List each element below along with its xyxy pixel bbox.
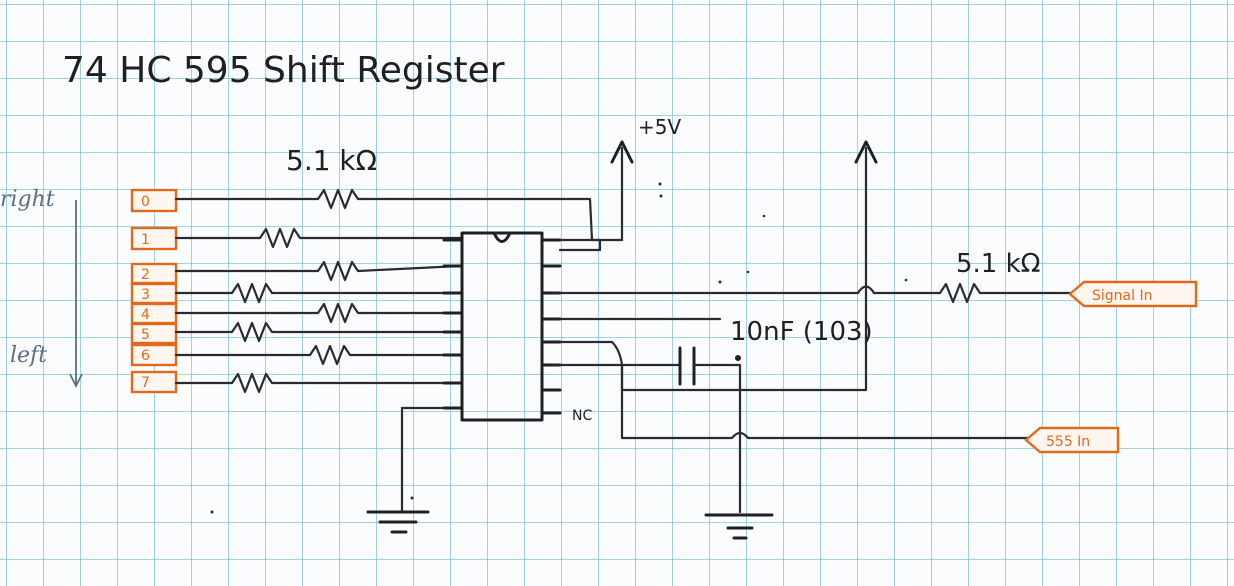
led-terminal-4: 4 [130, 302, 178, 325]
wire-q0 [174, 188, 602, 252]
signal-input-path: 5.1 kΩ [558, 249, 1072, 304]
signal-in-tag: Signal In [1068, 280, 1198, 308]
led-terminal-label: 2 [141, 267, 150, 283]
direction-label-bottom: left [10, 343, 47, 368]
wire-q1 [174, 227, 462, 249]
resistor-value-label-right: 5.1 kΩ [956, 249, 1041, 279]
output-wires [174, 188, 602, 394]
chip-body [460, 231, 544, 422]
chip-right-pins [540, 238, 562, 415]
wire-q4 [174, 302, 462, 324]
upper-supply-rail [620, 140, 878, 392]
capacitor-ground [704, 513, 774, 540]
led-terminal-label: 7 [141, 375, 150, 391]
wire-q2 [174, 260, 462, 282]
chip-notch [492, 231, 512, 243]
vcc-label: +5V [638, 115, 681, 139]
resistor-value-label-top: 5.1 kΩ [286, 144, 377, 177]
led-terminal-label: 1 [141, 232, 150, 248]
timer-555-in-tag: 555 In [1024, 426, 1120, 454]
led-terminal-label: 4 [141, 307, 150, 323]
led-terminal-7: 7 [130, 370, 178, 394]
capacitor-10nf: 10nF (103) [620, 317, 873, 514]
led-terminal-0: 0 [130, 188, 178, 213]
signal-in-label: Signal In [1092, 288, 1152, 304]
led-terminal-label: 5 [141, 327, 150, 343]
led-terminal-3: 3 [130, 282, 178, 305]
led-terminal-5: 5 [130, 322, 178, 345]
led-terminal-6: 6 [130, 343, 178, 367]
ink-specks [210, 182, 908, 514]
direction-arrow: right left [0, 187, 83, 389]
nc-pin-label: NC [572, 408, 592, 424]
shift-register-chip: NC [442, 231, 592, 424]
led-terminal-label: 6 [141, 348, 150, 364]
direction-label-top: right [0, 187, 55, 212]
timer-555-in-label: 555 In [1046, 434, 1090, 450]
wire-q3 [174, 282, 462, 304]
capacitor-label: 10nF (103) [730, 317, 873, 347]
led-terminal-label: 0 [141, 194, 150, 210]
led-terminal-2: 2 [130, 262, 178, 285]
diagram-title: 74 HC 595 Shift Register [62, 50, 505, 91]
wire-q6 [174, 344, 462, 366]
wire-q7 [174, 372, 462, 394]
right-side-wires [558, 317, 1032, 440]
chip-left-pins [442, 238, 464, 410]
led-terminal-label: 3 [141, 287, 150, 303]
led-output-terminals: 0 1 2 3 4 5 6 7 [130, 188, 178, 394]
vcc-rail: +5V [558, 115, 681, 242]
wire-q5 [174, 321, 462, 343]
chip-ground [366, 406, 446, 534]
led-terminal-1: 1 [130, 226, 178, 251]
